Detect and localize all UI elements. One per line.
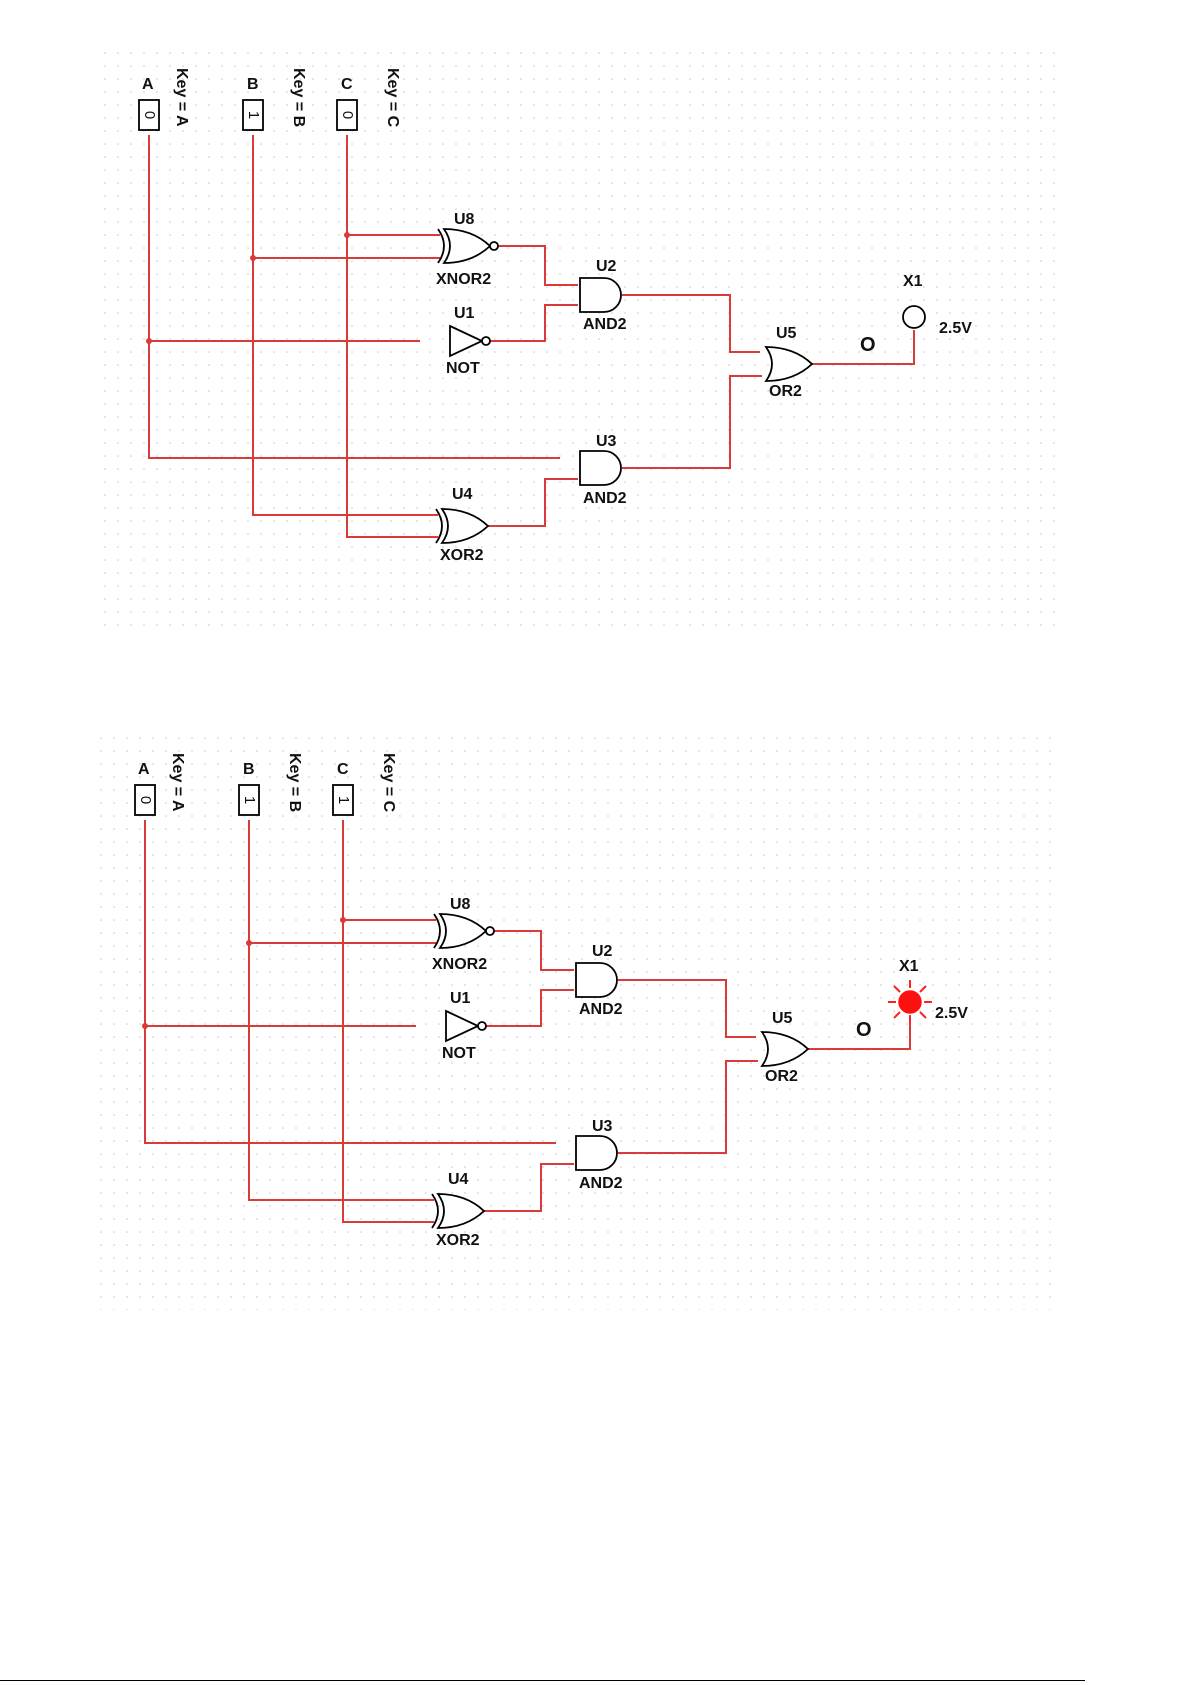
gate-ref: U5 xyxy=(776,325,797,342)
circuit-panel-1: A 0 Key = A B 1 Key = B C 0 Key = C U8 X… xyxy=(100,45,1060,630)
gate-ref: U5 xyxy=(772,1010,793,1027)
gate-type: NOT xyxy=(446,360,480,377)
switch-value: 0 xyxy=(141,111,158,119)
junction-dot xyxy=(246,940,252,946)
gate-ref: U1 xyxy=(450,990,471,1007)
switch-key: Key = C xyxy=(380,753,397,813)
junction-dot xyxy=(344,232,350,238)
grid-background xyxy=(100,45,1060,630)
switch-label: C xyxy=(341,76,353,93)
junction-dot xyxy=(142,1023,148,1029)
switch-value: 1 xyxy=(245,111,262,119)
switch-label: A xyxy=(142,76,154,93)
gate-type: OR2 xyxy=(765,1068,798,1085)
gate-ref: U3 xyxy=(592,1118,613,1135)
junction-dot xyxy=(250,255,256,261)
probe-voltage: 2.5V xyxy=(935,1005,968,1022)
switch-label: C xyxy=(337,761,349,778)
gate-ref: U4 xyxy=(448,1171,469,1188)
switch-value: 1 xyxy=(241,796,258,804)
gate-ref: U1 xyxy=(454,305,475,322)
gate-type: AND2 xyxy=(583,316,627,333)
junction-dot xyxy=(146,338,152,344)
switch-key: Key = A xyxy=(173,68,190,127)
switch-label: B xyxy=(243,761,255,778)
lamp-off-icon xyxy=(903,306,925,328)
gate-type: XOR2 xyxy=(436,1232,480,1249)
gate-type: XOR2 xyxy=(440,547,484,564)
switch-value: 0 xyxy=(339,111,356,119)
gate-type: XNOR2 xyxy=(432,956,487,973)
gate-type: NOT xyxy=(442,1045,476,1062)
output-net-label: O xyxy=(856,1019,872,1041)
switch-label: B xyxy=(247,76,259,93)
grid-background xyxy=(100,730,1056,1310)
switch-label: A xyxy=(138,761,150,778)
switch-value: 0 xyxy=(137,796,154,804)
gate-ref: U2 xyxy=(596,258,617,275)
gate-type: AND2 xyxy=(579,1001,623,1018)
gate-ref: U2 xyxy=(592,943,613,960)
gate-ref: U3 xyxy=(596,433,617,450)
switch-key: Key = B xyxy=(290,68,307,127)
gate-type: XNOR2 xyxy=(436,271,491,288)
gate-ref: U4 xyxy=(452,486,473,503)
page-bottom-rule xyxy=(0,1680,1085,1681)
gate-type: AND2 xyxy=(579,1175,623,1192)
probe-ref: X1 xyxy=(903,273,923,290)
switch-key: Key = B xyxy=(286,753,303,812)
gate-type: AND2 xyxy=(583,490,627,507)
switch-key: Key = A xyxy=(169,753,186,812)
output-net-label: O xyxy=(860,334,876,356)
junction-dot xyxy=(340,917,346,923)
probe-ref: X1 xyxy=(899,958,919,975)
circuit-panel-2: A 0 Key = A B 1 Key = B C 1 Key = C U8 X… xyxy=(100,730,1056,1310)
gate-ref: U8 xyxy=(450,896,471,913)
switch-value: 1 xyxy=(335,796,352,804)
probe-voltage: 2.5V xyxy=(939,320,972,337)
lamp-on-icon xyxy=(888,980,932,1024)
gate-type: OR2 xyxy=(769,383,802,400)
gate-ref: U8 xyxy=(454,211,475,228)
switch-key: Key = C xyxy=(384,68,401,128)
